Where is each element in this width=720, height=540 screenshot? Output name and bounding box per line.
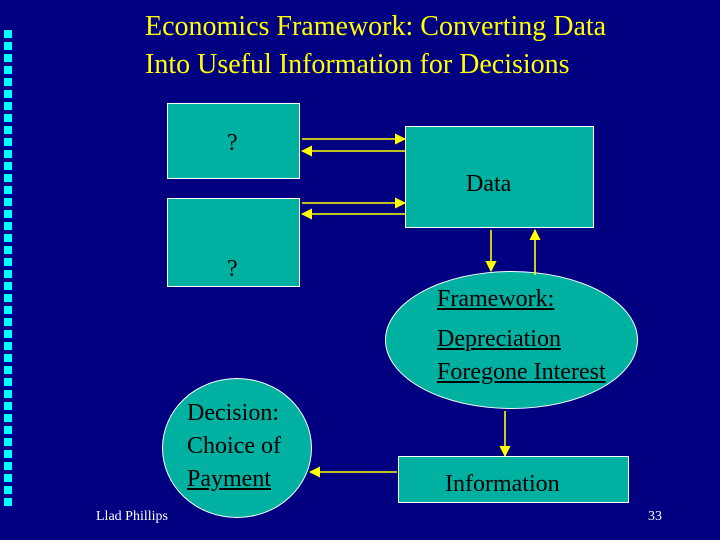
decorative-square xyxy=(4,354,12,362)
decorative-square xyxy=(4,486,12,494)
decorative-square xyxy=(4,210,12,218)
decorative-square xyxy=(4,342,12,350)
decision-line-1: Decision: xyxy=(187,400,279,426)
decorative-square xyxy=(4,150,12,158)
decorative-square xyxy=(4,426,12,434)
decorative-square xyxy=(4,450,12,458)
decorative-square-strip xyxy=(4,30,18,510)
decorative-square xyxy=(4,126,12,134)
framework-line-3: Foregone Interest xyxy=(437,359,606,385)
decorative-square xyxy=(4,102,12,110)
decorative-square xyxy=(4,234,12,242)
decorative-square xyxy=(4,198,12,206)
decorative-square xyxy=(4,330,12,338)
decorative-square xyxy=(4,390,12,398)
decorative-square xyxy=(4,66,12,74)
decorative-square xyxy=(4,270,12,278)
decorative-square xyxy=(4,282,12,290)
footer-author: Llad Phillips xyxy=(96,509,168,524)
decorative-square xyxy=(4,138,12,146)
framework-line-1: Framework: xyxy=(437,286,555,312)
decision-line-2: Choice of xyxy=(187,433,281,459)
framework-line-2: Depreciation xyxy=(437,326,561,352)
framework-ellipse: Framework: Depreciation Foregone Interes… xyxy=(385,271,638,409)
footer-page-number: 33 xyxy=(648,509,662,524)
decorative-square xyxy=(4,186,12,194)
decorative-square xyxy=(4,114,12,122)
decorative-square xyxy=(4,42,12,50)
unknown-box-middle: ? xyxy=(167,198,300,287)
decorative-square xyxy=(4,474,12,482)
decorative-square xyxy=(4,90,12,98)
information-box: Information xyxy=(398,456,629,503)
decision-line-3: Payment xyxy=(187,466,271,492)
information-box-label: Information xyxy=(445,471,560,497)
decorative-square xyxy=(4,306,12,314)
decorative-square xyxy=(4,258,12,266)
data-box: Data xyxy=(405,126,594,228)
data-box-label: Data xyxy=(466,171,512,197)
decorative-square xyxy=(4,174,12,182)
title-line-2: Into Useful Information for Decisions xyxy=(145,49,570,80)
decorative-square xyxy=(4,30,12,38)
decorative-square xyxy=(4,438,12,446)
decorative-square xyxy=(4,498,12,506)
decorative-square xyxy=(4,294,12,302)
decorative-square xyxy=(4,318,12,326)
decorative-square xyxy=(4,378,12,386)
decorative-square xyxy=(4,366,12,374)
decorative-square xyxy=(4,246,12,254)
decorative-square xyxy=(4,402,12,410)
decorative-square xyxy=(4,54,12,62)
unknown-box-top-label: ? xyxy=(227,130,238,156)
decorative-square xyxy=(4,162,12,170)
decision-ellipse: Decision: Choice of Payment xyxy=(162,378,312,518)
unknown-box-top: ? xyxy=(167,103,300,179)
decorative-square xyxy=(4,462,12,470)
decorative-square xyxy=(4,414,12,422)
unknown-box-middle-label: ? xyxy=(227,256,238,282)
title-line-1: Economics Framework: Converting Data xyxy=(145,11,607,42)
decorative-square xyxy=(4,78,12,86)
decorative-square xyxy=(4,222,12,230)
slide-title: Economics Framework: Converting Data Int… xyxy=(145,8,705,84)
